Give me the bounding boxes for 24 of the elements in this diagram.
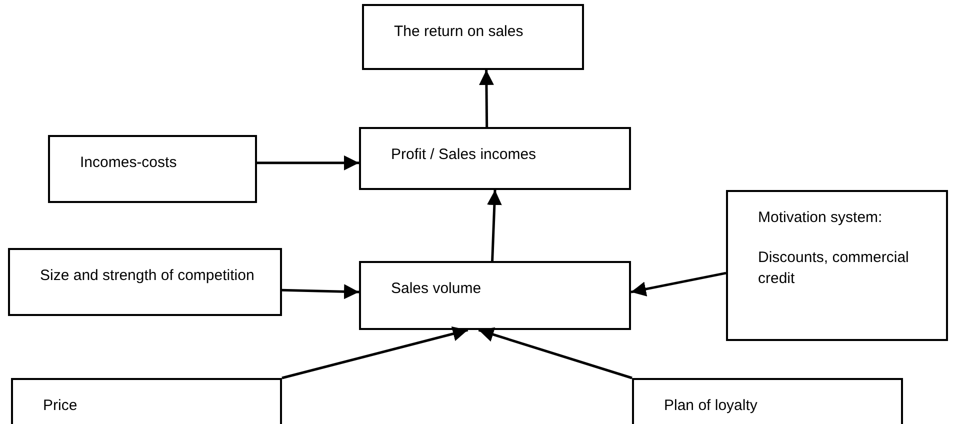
box-text: Discounts, commercial credit <box>758 248 910 288</box>
process-box <box>726 190 948 341</box>
process-box <box>48 135 257 203</box>
box-text: Motivation system: <box>758 208 884 228</box>
box-text: Profit / Sales incomes <box>391 145 538 165</box>
arrow <box>486 190 502 262</box>
arrow <box>478 327 632 380</box>
arrow <box>478 70 494 128</box>
box-text: Plan of loyalty <box>664 396 758 416</box>
process-box <box>11 378 282 424</box>
process-box <box>359 127 631 190</box>
process-box <box>359 261 631 330</box>
process-box <box>632 378 903 424</box>
box-text: Incomes-costs <box>80 153 178 173</box>
arrow <box>630 272 726 296</box>
arrow <box>282 326 468 380</box>
arrow <box>257 155 359 170</box>
box-text: Size and strength of competition <box>40 266 256 286</box>
process-box <box>362 4 584 70</box>
box-text: Price <box>43 396 78 416</box>
box-text: The return on sales <box>394 22 524 42</box>
box-text: Sales volume <box>391 279 482 299</box>
arrow <box>282 284 360 300</box>
process-box <box>8 248 282 316</box>
